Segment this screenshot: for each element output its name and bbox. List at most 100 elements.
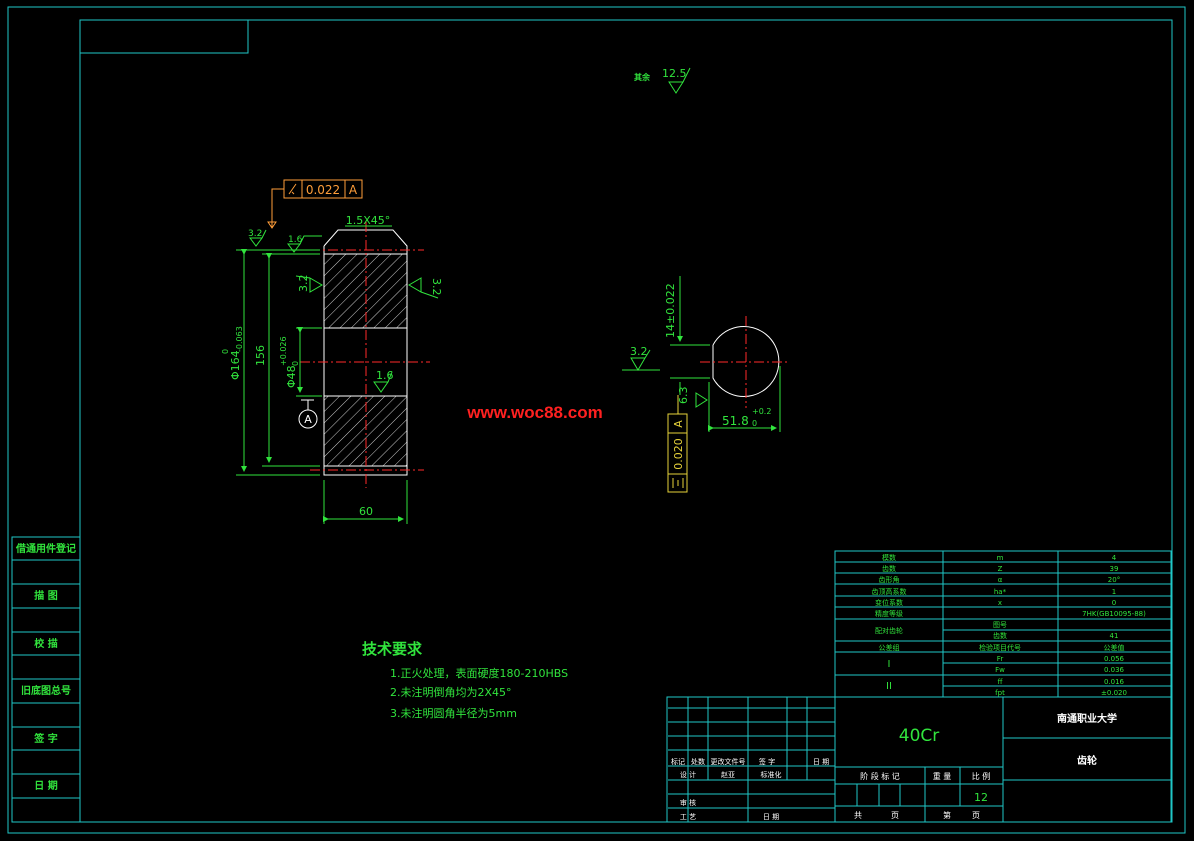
dim-bore-tol-lower: 0 (291, 361, 300, 366)
dim-bore-tol-upper: +0.026 (279, 336, 288, 366)
ra-top-icon (287, 235, 322, 253)
tech-req-item-2: 2.未注明倒角均为2X45° (390, 685, 512, 699)
dim-depth: 51.8 (722, 414, 749, 428)
group-header-0: 公差组 (879, 643, 900, 652)
page-label: 页 (891, 811, 899, 820)
pair-label: 配对齿轮 (875, 626, 903, 635)
material: 40Cr (899, 726, 940, 746)
gear-section-view (300, 222, 430, 488)
process-label: 工 艺 (680, 813, 696, 821)
left-label-3: 校 描 (34, 637, 57, 650)
param-value-4: 0 (1112, 599, 1116, 607)
rev-h1: 标记 (671, 757, 685, 766)
runout-frame (267, 179, 363, 229)
roughness-other-label: 其余 (634, 72, 651, 82)
dim-lines-gear (236, 249, 408, 524)
datum-a-label: A (304, 413, 312, 426)
ra-keyway-icon (622, 349, 660, 371)
sheet-label: 第 (943, 810, 951, 820)
dim-keyway-width: 14±0.022 (664, 283, 677, 338)
runout-datum: A (349, 183, 358, 197)
designer: 赵亚 (721, 770, 735, 779)
param-symbol-3: ha* (994, 588, 1007, 596)
ra-face-right: 3.2 (430, 278, 443, 296)
param-name-0: 模数 (882, 553, 896, 562)
left-label-4: 旧底图总号 (21, 684, 71, 697)
param-name-4: 变位系数 (875, 598, 903, 607)
left-column (11, 536, 81, 823)
scale-label: 比 例 (972, 771, 991, 781)
ra-face-right-icon (408, 277, 439, 299)
rev-h2: 处数 (691, 757, 705, 766)
dim-width: 60 (359, 505, 373, 518)
title-block-grid (666, 696, 1172, 823)
runout-tolerance: 0.022 (306, 183, 340, 197)
top-left-box (79, 19, 249, 54)
group-ii: II (886, 681, 892, 692)
param-value-3: 1 (1112, 588, 1116, 596)
pair-sub-teeth: 齿数 (993, 631, 1007, 640)
check-code-2: ff (998, 678, 1003, 686)
weight-label: 重 量 (933, 771, 952, 781)
rev-h4: 签 字 (759, 757, 775, 766)
ra-face-left-icon (295, 275, 323, 293)
check-code-0: Fr (997, 655, 1004, 663)
param-name-3: 齿顶高系数 (872, 587, 907, 596)
left-label-1: 借通用件登记 (15, 542, 76, 555)
dim-156: 156 (254, 345, 267, 366)
total-label: 共 (854, 811, 862, 820)
dim-bore: Φ48 (285, 365, 298, 388)
page2-label: 页 (972, 811, 980, 820)
ra-left-top-icon (249, 229, 267, 247)
chamfer-label: 1.5X45° (346, 214, 391, 227)
dim-outer-tol-lower: -0.063 (235, 326, 244, 352)
dim-outer-tol-upper: 0 (221, 349, 230, 354)
tech-req-item-3: 3.未注明圆角半径为5mm (390, 706, 517, 720)
group-i: I (888, 659, 891, 670)
group-header-2: 公差值 (1104, 643, 1125, 652)
param-symbol-0: m (997, 554, 1004, 562)
ra-bore-icon (373, 371, 393, 393)
pair-teeth-value: 41 (1110, 632, 1119, 640)
datum-a-symbol (298, 399, 318, 429)
scale-value: 12 (974, 791, 988, 804)
dim-depth-tol-lower: 0 (752, 419, 757, 428)
ra-keyway-side-icon (695, 392, 708, 408)
left-label-6: 日 期 (34, 779, 57, 792)
dim-depth-tol-upper: +0.2 (752, 407, 771, 416)
ra-face-left: 3.2 (297, 275, 310, 293)
review-label: 审 核 (680, 798, 696, 807)
check-value-3: ±0.020 (1101, 689, 1127, 697)
param-symbol-4: x (998, 599, 1002, 607)
date-label: 日 期 (763, 813, 779, 821)
watermark: www.woc88.com (466, 403, 602, 422)
param-value-2: 20° (1108, 576, 1120, 584)
dim-outer-diameter: Φ164 (229, 350, 242, 380)
check-value-0: 0.056 (1104, 655, 1125, 663)
ra-keyway: 3.2 (630, 345, 648, 358)
rev-h5: 日 期 (813, 758, 829, 766)
tech-req-item-1: 1.正火处理，表面硬度180-210HBS (390, 666, 568, 680)
param-name-5: 精度等级 (875, 609, 903, 618)
part-name: 齿轮 (1077, 754, 1097, 767)
check-value-2: 0.016 (1104, 678, 1125, 686)
tech-req-title: 技术要求 (362, 640, 423, 658)
roughness-symbol-icon (668, 67, 691, 94)
left-label-2: 描 图 (34, 589, 57, 602)
param-value-0: 4 (1112, 554, 1117, 562)
param-value-5: 7HK(GB10095-88) (1082, 610, 1146, 618)
inner-frame (79, 19, 1173, 823)
std-label: 标准化 (761, 770, 782, 779)
symmetry-frame (667, 395, 688, 493)
param-name-1: 齿数 (882, 564, 896, 573)
left-label-5: 签 字 (33, 732, 57, 745)
param-value-1: 39 (1110, 565, 1119, 573)
ra-left-top: 3.2 (248, 229, 262, 239)
symmetry-datum: A (672, 420, 685, 428)
keyway-view (670, 276, 790, 432)
school-name: 南通职业大学 (1057, 712, 1117, 725)
ra-keyway-side: 6.3 (677, 387, 690, 405)
param-symbol-1: Z (998, 565, 1003, 573)
roughness-other-value: 12.5 (662, 67, 687, 80)
